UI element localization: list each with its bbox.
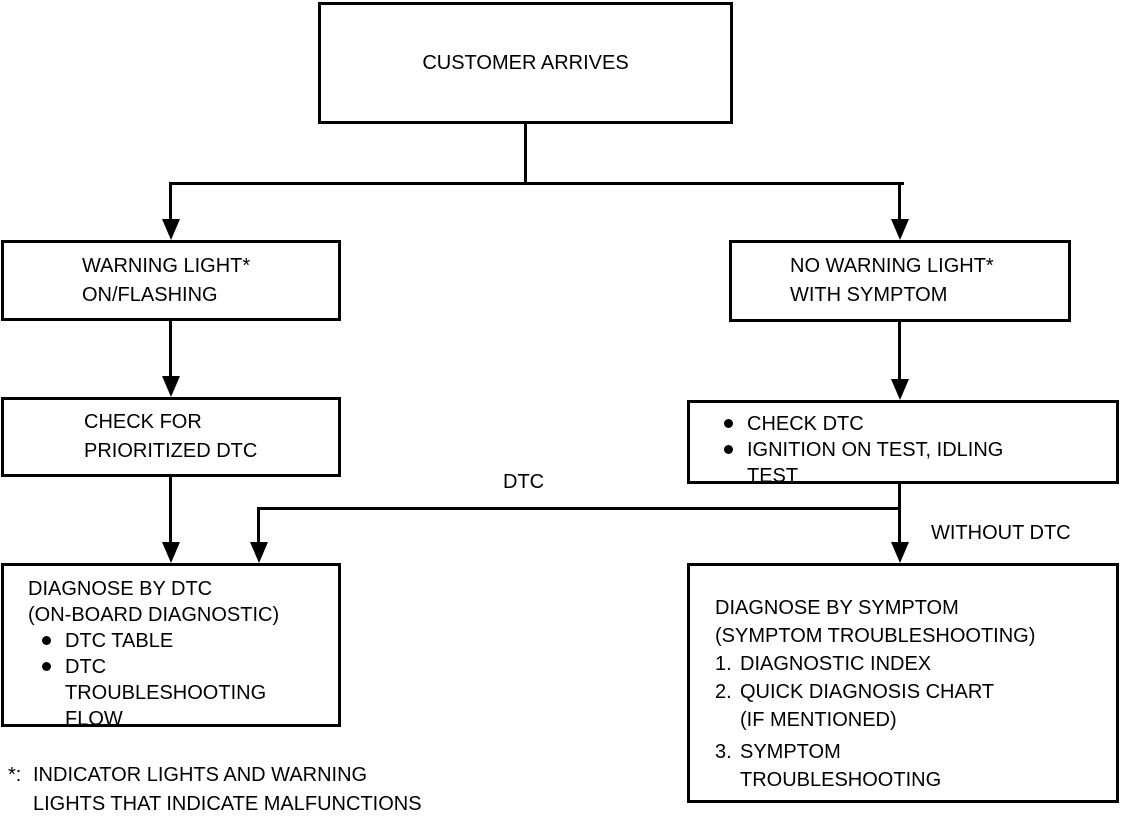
footnote-line: *: INDICATOR LIGHTS AND WARNING xyxy=(8,761,422,790)
bullet-item-continuation: TEST xyxy=(747,465,799,487)
arrow-down-icon xyxy=(162,542,180,563)
bullet-item: DTC xyxy=(4,654,338,680)
node-check-prioritized-dtc: CHECK FOR PRIORITIZED DTC xyxy=(1,397,341,477)
item-number: 1. xyxy=(715,653,732,675)
footnote-marker: *: xyxy=(8,764,22,786)
bullet-item-label: DTC xyxy=(65,656,107,678)
connector-left-drop xyxy=(169,182,172,220)
arrow-down-icon xyxy=(162,219,180,240)
node-no-warning-light: NO WARNING LIGHT* WITH SYMPTOM xyxy=(729,240,1071,322)
connector-check-to-diagnose-dtc xyxy=(169,477,172,543)
node-label-line: NO WARNING LIGHT* xyxy=(790,255,994,277)
bullet-item: CHECK DTC xyxy=(690,411,1116,437)
numbered-item-label: DIAGNOSTIC INDEX xyxy=(740,653,932,675)
node-title-line: (SYMPTOM TROUBLESHOOTING) xyxy=(715,625,1036,647)
node-diagnose-by-symptom: DIAGNOSE BY SYMPTOM (SYMPTOM TROUBLESHOO… xyxy=(687,563,1119,803)
arrow-down-icon xyxy=(162,376,180,397)
bullet-item-continuation: TROUBLESHOOTING xyxy=(65,682,267,704)
numbered-item-label: SYMPTOM xyxy=(740,741,841,763)
connector-warning-to-check xyxy=(169,321,172,377)
bullet-item-label: DTC TABLE xyxy=(65,630,174,652)
node-label: CUSTOMER ARRIVES xyxy=(422,51,629,74)
bullet-icon xyxy=(42,662,51,671)
numbered-item-continuation: TROUBLESHOOTING xyxy=(740,769,942,791)
connector-right-drop xyxy=(898,182,901,220)
connector-dtc-branch-bar xyxy=(257,507,901,510)
connector-dtc-branch-drop xyxy=(257,507,260,543)
arrow-down-icon xyxy=(891,379,909,400)
edge-label-dtc: DTC xyxy=(503,471,545,493)
connector-checkdtc-to-symptom xyxy=(898,484,901,543)
numbered-item-continuation: (IF MENTIONED) xyxy=(740,709,897,731)
bullet-icon xyxy=(42,636,51,645)
connector-top-split-bar xyxy=(169,182,904,185)
node-title-line: DIAGNOSE BY SYMPTOM xyxy=(715,597,959,619)
node-label-line: PRIORITIZED DTC xyxy=(84,440,258,462)
node-label-line: WARNING LIGHT* xyxy=(82,254,251,277)
node-title-line: DIAGNOSE BY DTC xyxy=(28,578,213,600)
footnote-text: INDICATOR LIGHTS AND WARNING xyxy=(33,764,368,786)
edge-label-without-dtc: WITHOUT DTC xyxy=(931,522,1071,544)
node-label-line: WITH SYMPTOM xyxy=(790,284,948,306)
node-customer-arrives: CUSTOMER ARRIVES xyxy=(318,2,733,124)
connector-nowarning-to-checkdtc xyxy=(898,322,901,380)
node-warning-light: WARNING LIGHT* ON/FLASHING xyxy=(1,240,341,321)
node-title-line: (ON-BOARD DIAGNOSTIC) xyxy=(28,604,280,626)
bullet-item-continuation: FLOW xyxy=(65,708,123,730)
numbered-item: 1. DIAGNOSTIC INDEX xyxy=(690,650,1116,678)
node-label-line: CHECK FOR xyxy=(84,411,202,433)
item-number: 2. xyxy=(715,681,732,703)
arrow-down-icon xyxy=(891,219,909,240)
bullet-item-label: IGNITION ON TEST, IDLING xyxy=(747,439,1004,461)
bullet-item-label: CHECK DTC xyxy=(747,413,864,435)
bullet-item: DTC TABLE xyxy=(4,628,338,654)
arrow-down-icon xyxy=(250,542,268,563)
arrow-down-icon xyxy=(891,542,909,563)
numbered-item: 2. QUICK DIAGNOSIS CHART xyxy=(690,678,1116,706)
bullet-icon xyxy=(724,445,733,454)
numbered-item: 3. SYMPTOM xyxy=(690,738,1116,766)
footnote: *: INDICATOR LIGHTS AND WARNING LIGHTS TH… xyxy=(8,761,422,819)
footnote-line: LIGHTS THAT INDICATE MALFUNCTIONS xyxy=(33,793,422,815)
node-diagnose-by-dtc: DIAGNOSE BY DTC (ON-BOARD DIAGNOSTIC) DT… xyxy=(1,563,341,730)
connector-customer-stem xyxy=(524,124,527,185)
node-label-line: ON/FLASHING xyxy=(82,283,218,306)
bullet-icon xyxy=(724,419,733,428)
numbered-item-label: QUICK DIAGNOSIS CHART xyxy=(740,681,995,703)
node-check-dtc: CHECK DTC IGNITION ON TEST, IDLING TEST xyxy=(687,400,1119,487)
item-number: 3. xyxy=(715,741,732,763)
bullet-item: IGNITION ON TEST, IDLING xyxy=(690,437,1116,463)
